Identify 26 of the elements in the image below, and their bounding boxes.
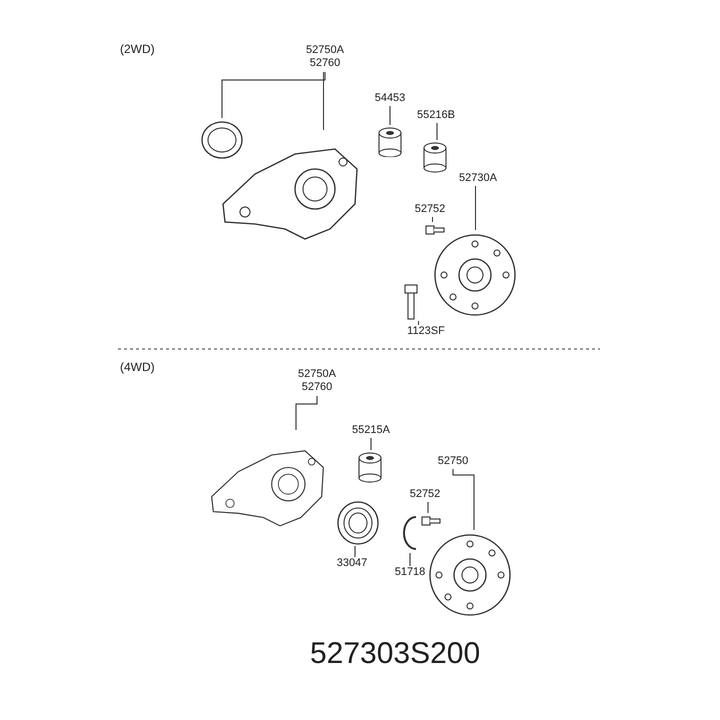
part-number: 52752 [405,488,445,501]
bolt-drawing [402,283,420,321]
leader-line [432,216,433,222]
section-label: (4WD) [120,360,155,374]
leader-line [370,438,372,450]
part-number: 33047 [332,557,372,570]
part-number: 52750A 52760 [300,44,350,70]
section-label: (2WD) [120,42,155,56]
part-number: 1123SF [403,325,449,338]
leader-line [475,186,476,230]
part-number: 55216B [414,109,458,122]
part-number: 52750A 52760 [292,368,342,394]
leader-line [354,546,356,558]
part-number-caption: 527303S200 [310,636,480,672]
leader-line [418,320,419,326]
leader-line [296,396,318,430]
leader-line [436,122,438,140]
part-number: 55215A [348,424,394,437]
leader-line [323,72,324,130]
part-number: 52752 [410,203,450,216]
part-number: 51718 [390,566,430,579]
part-number: 52750 [433,455,473,468]
leader-line [452,468,474,530]
part-number: 54453 [370,92,410,105]
leader-line [222,72,326,118]
part-number: 52730A [455,172,501,185]
